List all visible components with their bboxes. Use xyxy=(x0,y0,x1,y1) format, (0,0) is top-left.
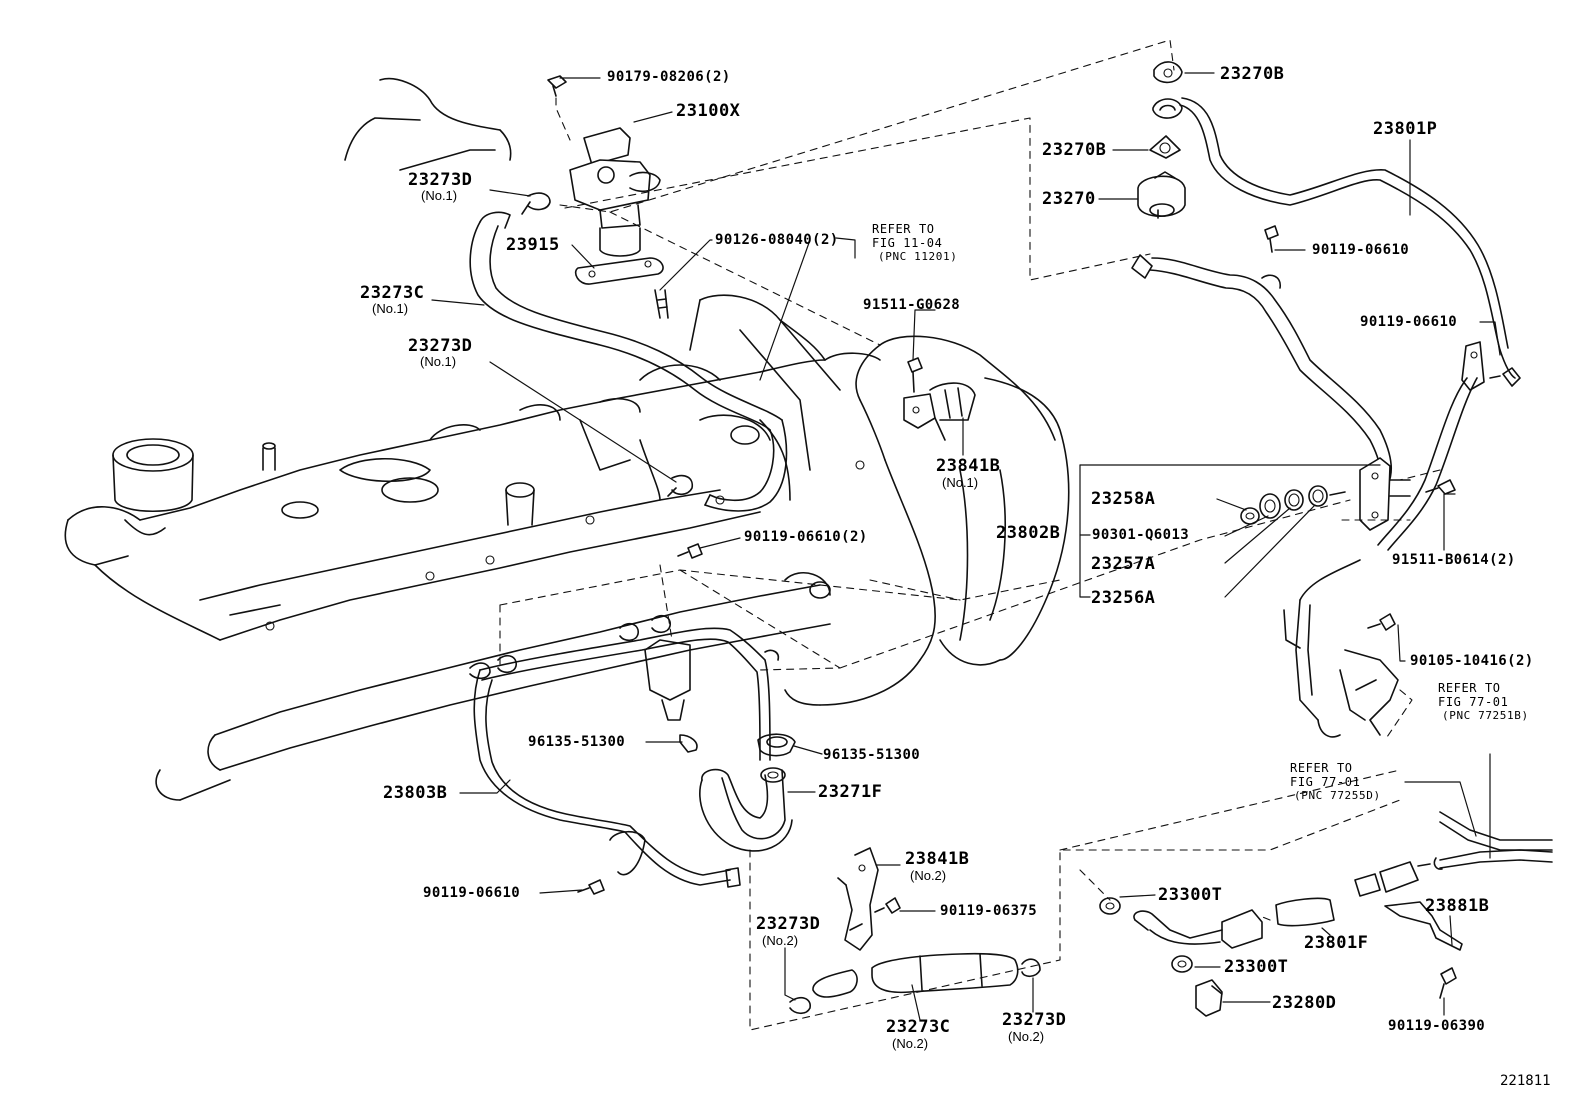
label-no2-b: (No.2) xyxy=(762,933,799,948)
label-23300t-lower: 23300T xyxy=(1224,957,1289,977)
bracket-no1 xyxy=(903,382,976,441)
label-no2-c: (No.2) xyxy=(892,1036,929,1051)
intake-plenum xyxy=(579,294,1070,706)
label-23801p: 23801P xyxy=(1373,119,1438,139)
label-96135-51300-right: 96135-51300 xyxy=(823,747,921,763)
label-23273d-lower-left: 23273D xyxy=(756,914,821,934)
label-23270: 23270 xyxy=(1042,189,1096,209)
label-no1-c: (No.1) xyxy=(420,354,457,369)
label-23256a: 23256A xyxy=(1091,588,1156,608)
label-23280d: 23280D xyxy=(1272,993,1337,1013)
label-23802b: 23802B xyxy=(996,523,1061,543)
label-23257a: 23257A xyxy=(1091,554,1156,574)
label-23270b-mid: 23270B xyxy=(1042,140,1107,160)
label-90126-08040: 90126-08040(2) xyxy=(715,232,839,248)
dashed-guides xyxy=(499,39,1441,1031)
fuel-hose-lower xyxy=(469,614,780,888)
label-90179-08206: 90179-08206(2) xyxy=(607,69,731,85)
injector-elbow xyxy=(644,639,796,852)
label-23273c-lower: 23273C xyxy=(886,1017,951,1037)
label-96135-51300-left: 96135-51300 xyxy=(528,734,626,750)
label-23273d-lower-right: 23273D xyxy=(1002,1010,1067,1030)
fuel-pipe-main xyxy=(1179,97,1516,738)
label-no1-d: (No.1) xyxy=(942,475,979,490)
cylinder-head-cover xyxy=(64,371,865,801)
ref-note-1-line2: FIG 11-04 xyxy=(872,236,943,250)
label-90119-06610-lower: 90119-06610 xyxy=(423,885,521,901)
label-23273d-upper: 23273D xyxy=(408,170,473,190)
label-no1-b: (No.1) xyxy=(372,301,409,316)
label-90119-06610-center: 90119-06610(2) xyxy=(744,529,868,545)
bolts xyxy=(577,225,1521,999)
label-90119-06375: 90119-06375 xyxy=(940,903,1038,919)
label-no2-d: (No.2) xyxy=(1008,1029,1045,1044)
label-no1-a: (No.1) xyxy=(421,188,458,203)
label-90301-q6013: 90301-Q6013 xyxy=(1092,527,1190,543)
label-90119-06390: 90119-06390 xyxy=(1388,1018,1486,1034)
label-23300t-upper: 23300T xyxy=(1158,885,1223,905)
label-23270b-top: 23270B xyxy=(1220,64,1285,84)
vacuum-hoses xyxy=(469,192,788,512)
figure-id: 221811 xyxy=(1500,1073,1551,1089)
lower-middle-group xyxy=(789,847,1041,1015)
label-23271f: 23271F xyxy=(818,782,883,802)
label-23841b-no2: 23841B xyxy=(905,849,970,869)
label-90119-06610-right: 90119-06610 xyxy=(1360,314,1458,330)
label-23915: 23915 xyxy=(506,235,560,255)
ref-note-2-line2: FIG 77-01 xyxy=(1438,695,1509,709)
label-23841b-no1: 23841B xyxy=(936,456,1001,476)
label-91511-b0614: 91511-B0614(2) xyxy=(1392,552,1516,568)
fuel-pressure-regulator xyxy=(547,75,669,319)
label-no2-a: (No.2) xyxy=(910,868,947,883)
label-91511-g0628: 91511-G0628 xyxy=(863,297,961,313)
upper-left-fragments xyxy=(344,78,512,171)
leader-lines xyxy=(431,72,1501,1021)
ref-note-2-line1: REFER TO xyxy=(1438,681,1501,695)
ref-note-3-line1: REFER TO xyxy=(1290,761,1353,775)
pulsation-damper xyxy=(1137,61,1186,219)
ref-note-3-line2: FIG 77-01 xyxy=(1290,775,1361,789)
fuel-delivery-pipe xyxy=(1131,254,1411,531)
label-23273c-upper: 23273C xyxy=(360,283,425,303)
ref-note-2-line3: (PNC 77251B) xyxy=(1442,709,1529,722)
label-23273d-mid: 23273D xyxy=(408,336,473,356)
label-23881b: 23881B xyxy=(1425,896,1490,916)
ref-note-1-line3: (PNC 11201) xyxy=(878,250,958,263)
ref-note-1-line1: REFER TO xyxy=(872,222,935,236)
ref-note-3-line3: (PNC 77255D) xyxy=(1294,789,1381,802)
lower-right-group xyxy=(1099,811,1553,1017)
label-23100x: 23100X xyxy=(676,101,741,121)
label-23803b: 23803B xyxy=(383,783,448,803)
label-23258a: 23258A xyxy=(1091,489,1156,509)
label-23801f: 23801F xyxy=(1304,933,1369,953)
label-90119-06610-upper: 90119-06610 xyxy=(1312,242,1410,258)
label-90105-10416: 90105-10416(2) xyxy=(1410,653,1534,669)
